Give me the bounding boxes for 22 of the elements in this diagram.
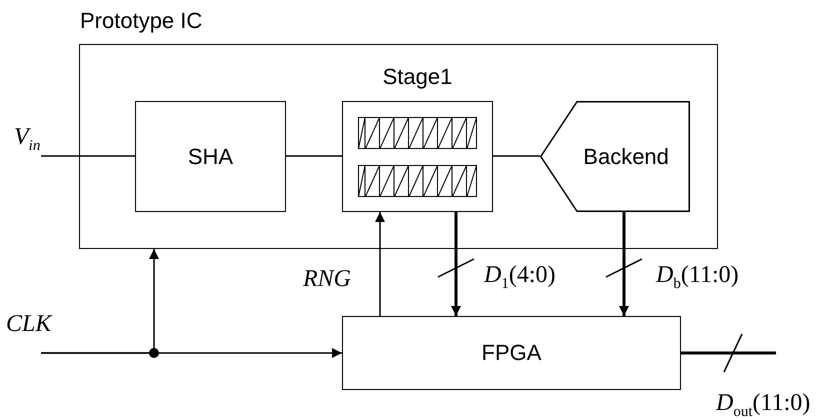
process-block bbox=[342, 316, 681, 390]
block-label: FPGA bbox=[480, 340, 542, 366]
edge-label: D$_{out}$(11:0) bbox=[716, 390, 810, 418]
signal-label: V$_{in}$ bbox=[14, 124, 58, 156]
signal-line bbox=[286, 155, 342, 157]
block-label: Backend bbox=[582, 144, 670, 170]
bus-line bbox=[451, 212, 461, 316]
edge-label: RNG bbox=[303, 266, 351, 293]
edge-label: D$_{1}$(4:0) bbox=[484, 262, 556, 293]
process-block bbox=[540, 101, 690, 212]
block-heading: Stage1 bbox=[382, 64, 454, 90]
bus-line bbox=[681, 352, 776, 354]
signal-line bbox=[41, 155, 135, 157]
signal-line bbox=[375, 212, 385, 316]
bus-line bbox=[619, 212, 629, 316]
signal-line bbox=[41, 249, 159, 354]
block-heading: Prototype IC bbox=[80, 8, 202, 34]
block-label: SHA bbox=[186, 144, 234, 170]
process-block bbox=[135, 101, 286, 212]
signal-line bbox=[493, 155, 540, 157]
signal-label: CLK bbox=[6, 311, 64, 353]
edge-label: D$_{b}$(11:0) bbox=[656, 262, 739, 293]
